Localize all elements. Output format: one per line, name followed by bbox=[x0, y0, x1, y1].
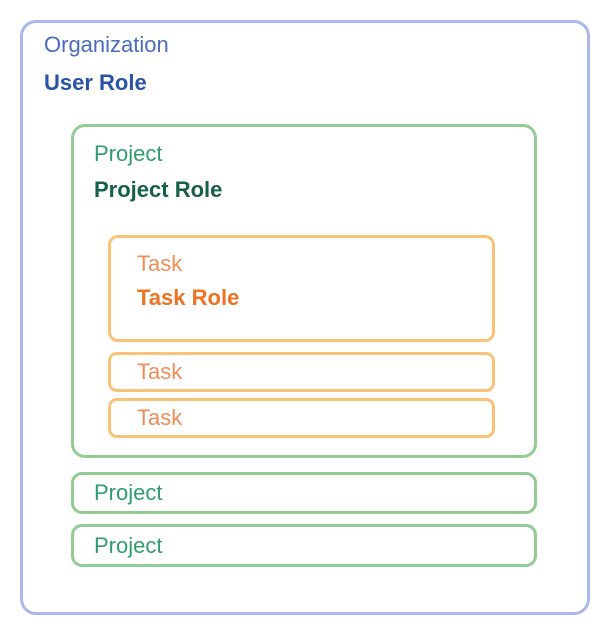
task-label: Task bbox=[137, 359, 183, 384]
project-box-main: Project Project Role Task Task Role Task… bbox=[71, 124, 537, 458]
project-box-second: Project bbox=[71, 472, 537, 514]
project-label: Project bbox=[94, 532, 163, 558]
task-role-label: Task Role bbox=[137, 285, 240, 310]
task-label: Task bbox=[137, 251, 183, 276]
task-label: Task bbox=[137, 405, 183, 430]
task-box-second: Task bbox=[108, 352, 495, 392]
project-label: Project bbox=[94, 480, 163, 505]
project-role-label: Project Role bbox=[94, 177, 223, 202]
task-box-third: Task bbox=[108, 398, 495, 438]
user-role-label: User Role bbox=[44, 70, 147, 95]
organization-label: Organization bbox=[44, 32, 169, 57]
task-box-main: Task Task Role bbox=[108, 235, 495, 342]
project-box-third: Project bbox=[71, 524, 537, 567]
organization-box: Organization User Role Project Project R… bbox=[20, 20, 590, 615]
project-label: Project bbox=[94, 141, 163, 166]
